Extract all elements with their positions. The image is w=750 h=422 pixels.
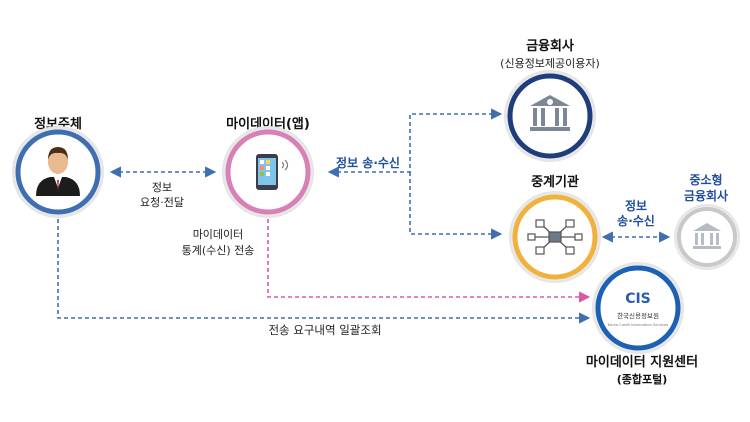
node-subject: 정보주체 xyxy=(12,116,104,218)
label-broker-small-2: 송·수신 xyxy=(617,213,655,228)
bank-icon xyxy=(530,95,570,131)
node-center-label: 마이데이터 지원센터 xyxy=(586,354,698,370)
bank-icon xyxy=(693,223,721,249)
node-finance-label: 금융회사 xyxy=(526,38,574,54)
label-subject-center: 전송 요구내역 일괄조회 xyxy=(268,323,381,337)
node-finance-sublabel: (신용정보제공이용자) xyxy=(500,57,600,70)
edge-app-broker xyxy=(409,172,503,240)
node-broker: 중계기관 xyxy=(509,174,601,283)
label-app-center-2: 통계(수신) 전송 xyxy=(182,244,255,257)
smartphone-icon xyxy=(256,154,289,190)
node-smallfin-label-2: 금융회사 xyxy=(684,188,728,203)
node-app-label: 마이데이터(앱) xyxy=(226,116,310,132)
edge-app-finance xyxy=(327,108,503,178)
node-app: 마이데이터(앱) xyxy=(222,116,314,218)
cis-logo: CIS 한국신용정보원 Korea Credit Information Ser… xyxy=(608,290,669,327)
label-app-finance: 정보 송·수신 xyxy=(336,155,400,170)
edge-labels: 정보 요청·전달 마이데이터 통계(수신) 전송 정보 송·수신 정보 송·수신… xyxy=(140,155,655,337)
edge-subject-center xyxy=(57,212,591,324)
label-subject-app-1: 정보 xyxy=(152,181,172,194)
node-center: CIS 한국신용정보원 Korea Credit Information Ser… xyxy=(586,262,698,386)
edge-app-center xyxy=(267,212,591,303)
cis-logo-text: CIS xyxy=(625,291,651,307)
node-center-sublabel: (종합포털) xyxy=(617,372,668,386)
cis-logo-subcaption: Korea Credit Information Services xyxy=(608,323,669,327)
node-broker-label: 중계기관 xyxy=(531,174,579,190)
connectors xyxy=(57,108,671,324)
cis-logo-caption: 한국신용정보원 xyxy=(617,311,659,320)
label-broker-small-1: 정보 xyxy=(625,198,647,213)
label-app-center-1: 마이데이터 xyxy=(193,228,244,241)
node-finance: 금융회사 (신용정보제공이용자) xyxy=(500,38,600,162)
node-smallfin-label-1: 중소형 xyxy=(689,172,722,187)
person-icon xyxy=(36,147,80,196)
label-subject-app-2: 요청·전달 xyxy=(140,196,184,209)
network-hub-icon xyxy=(527,219,583,255)
node-smallfin: 중소형 금융회사 xyxy=(674,172,740,270)
